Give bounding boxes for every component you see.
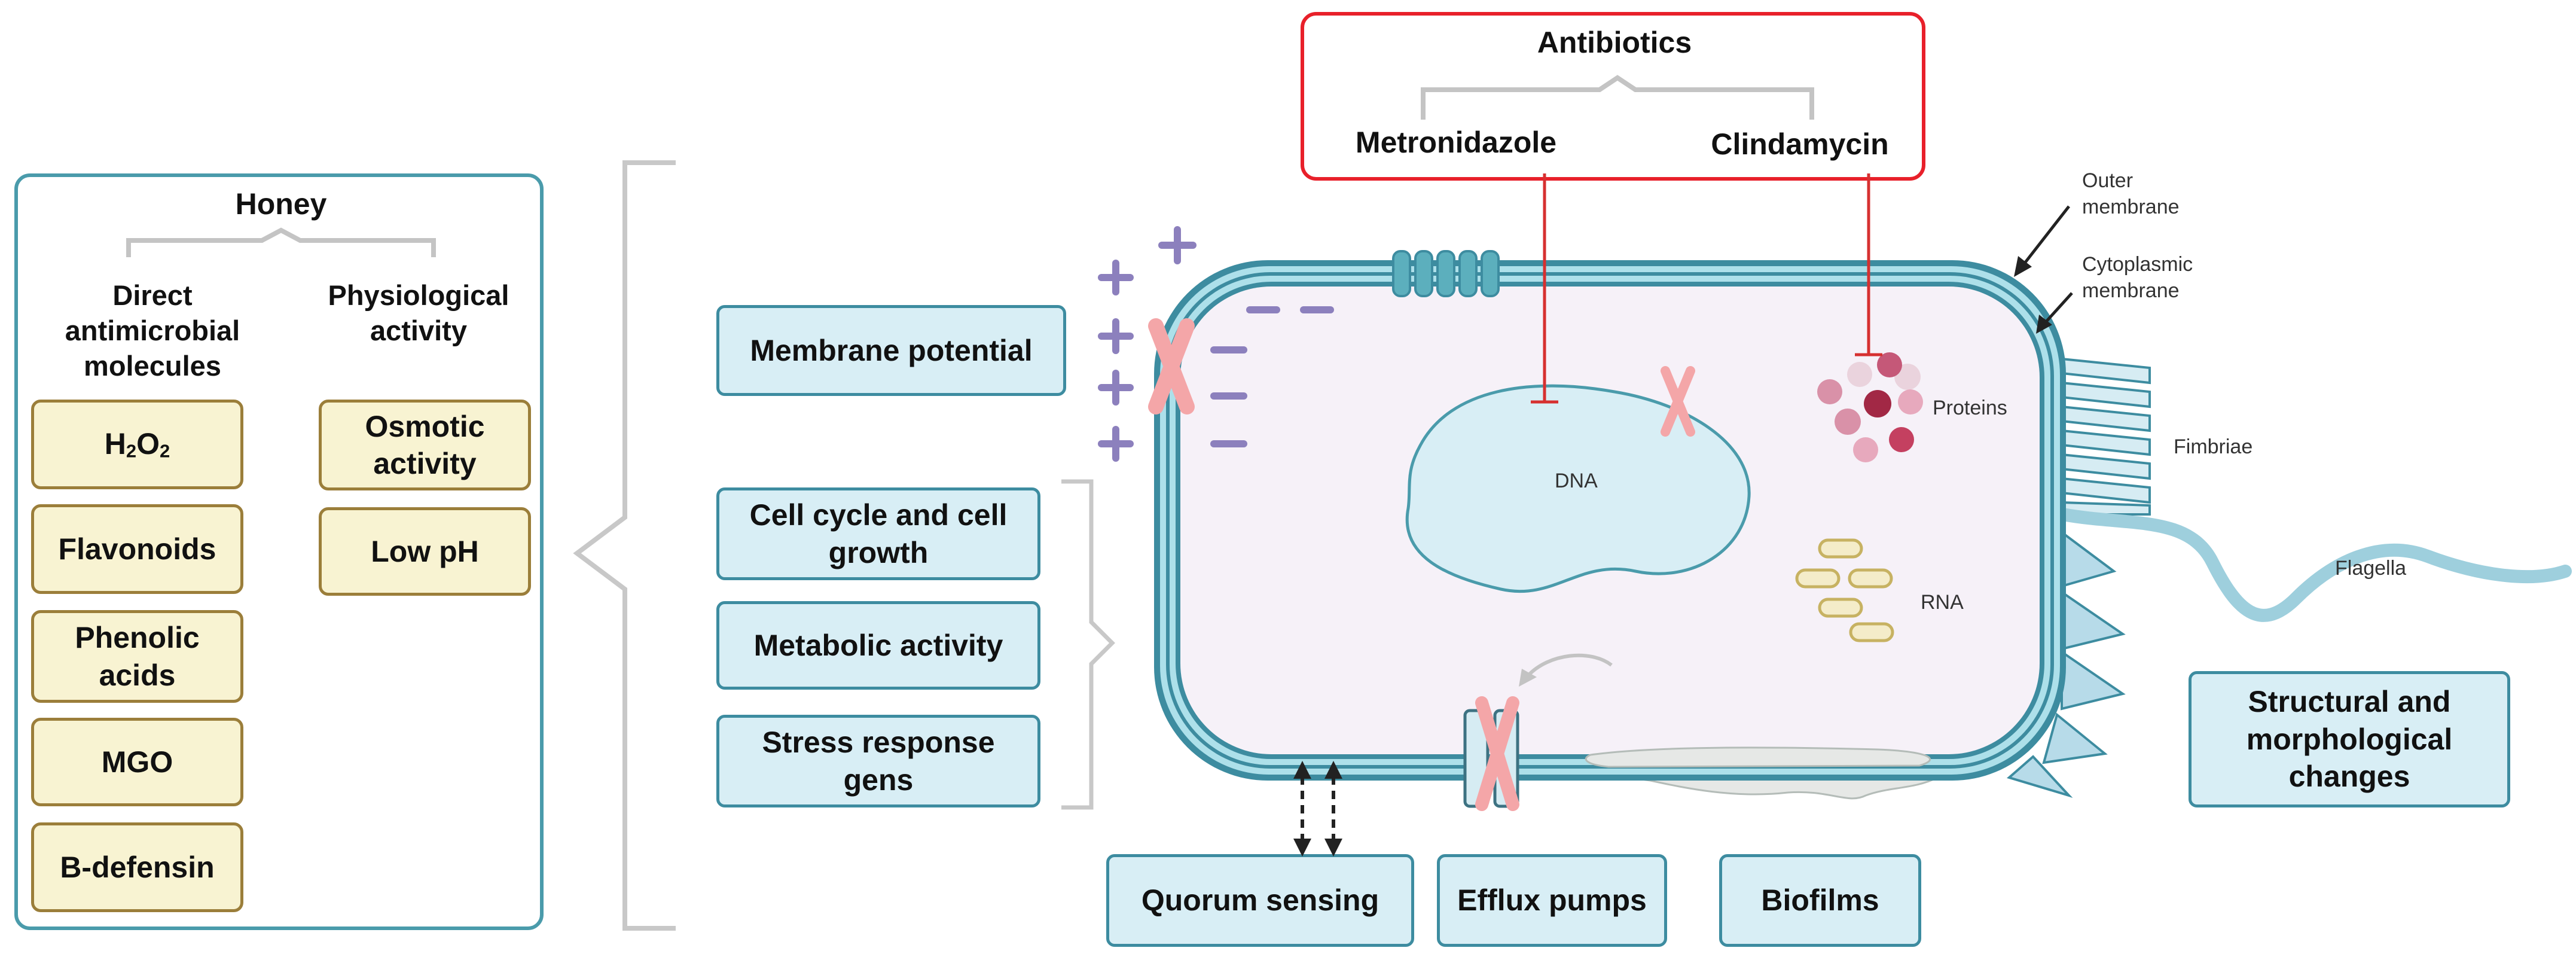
efflux-cross [1475, 696, 1519, 811]
honey-to-targets-bracket [573, 160, 676, 931]
outer-membrane-pointer [2014, 205, 2070, 277]
clindamycin-label: Clindamycin [1711, 127, 1889, 161]
proteins-label: Proteins [1933, 397, 2007, 419]
h2o2-formula: H2O2 [104, 427, 170, 462]
biofilm-overlap [1585, 746, 1931, 768]
efflux-direction-arrow [1526, 653, 1613, 678]
physiological-activity-label: Physiological activity [328, 279, 509, 346]
negative-charges [1210, 306, 1334, 447]
membrane-potential-box: Membrane potential [716, 305, 1066, 396]
flavonoids-box: Flavonoids [31, 504, 243, 594]
efflux-direction-arrowhead [1519, 669, 1537, 687]
honey-title: Honey [235, 187, 327, 221]
fimbriae [2061, 357, 2151, 516]
flagella-label: Flagella [2335, 557, 2407, 580]
stress-response-box: Stress response gens [716, 715, 1040, 807]
porin-channels [1392, 250, 1500, 297]
rna-label: RNA [1921, 591, 1964, 614]
quorum-sensing-box: Quorum sensing [1106, 854, 1414, 947]
structural-changes-box: Structural and morphological changes [2189, 671, 2510, 807]
phenolic-acids-box: Phenolic acids [31, 610, 243, 703]
quorum-sensing-arrowheads [1293, 761, 1342, 857]
surface-projections [2006, 530, 2126, 799]
dna-nucleoid [1405, 384, 1751, 593]
metabolic-activity-box: Metabolic activity [716, 601, 1040, 690]
inhibition-crosses [1148, 318, 1695, 811]
low-ph-box: Low pH [319, 507, 531, 596]
cytoplasmic-membrane-label: Cytoplasmic membrane [2082, 253, 2193, 303]
inhibition-lines [1531, 173, 1882, 404]
outer-membrane-label: Outer membrane [2082, 169, 2180, 219]
efflux-pumps-box: Efflux pumps [1437, 854, 1667, 947]
biofilms-box: Biofilms [1719, 854, 1921, 947]
mgo-box: MGO [31, 718, 243, 806]
cell-process-bracket [1061, 479, 1115, 810]
osmotic-activity-box: Osmotic activity [319, 400, 531, 490]
protein-cluster [1817, 352, 1923, 462]
fimbriae-label: Fimbriae [2174, 435, 2253, 458]
antibiotics-bracket [1421, 75, 1814, 120]
h2o2-box: H2O2 [31, 400, 243, 489]
dna-cross [1661, 366, 1695, 437]
honey-panel [14, 173, 544, 930]
metronidazole-label: Metronidazole [1355, 126, 1557, 159]
positive-charges [1098, 226, 1197, 462]
honey-bracket-line [126, 227, 436, 257]
quorum-sensing-arrows [1301, 776, 1335, 843]
flagellum [2056, 508, 2572, 622]
membrane-potential-cross [1148, 318, 1195, 415]
antibiotics-title: Antibiotics [1537, 26, 1692, 59]
dna-label: DNA [1555, 470, 1598, 492]
antibiotics-box [1301, 12, 1925, 181]
b-defensin-box: B-defensin [31, 822, 243, 912]
rna-molecules [1795, 538, 1894, 642]
cytoplasmic-membrane-pointer [2036, 292, 2073, 334]
direct-antimicrobial-label: Direct antimicrobial molecules [65, 279, 240, 382]
cell-cycle-box: Cell cycle and cell growth [716, 487, 1040, 580]
